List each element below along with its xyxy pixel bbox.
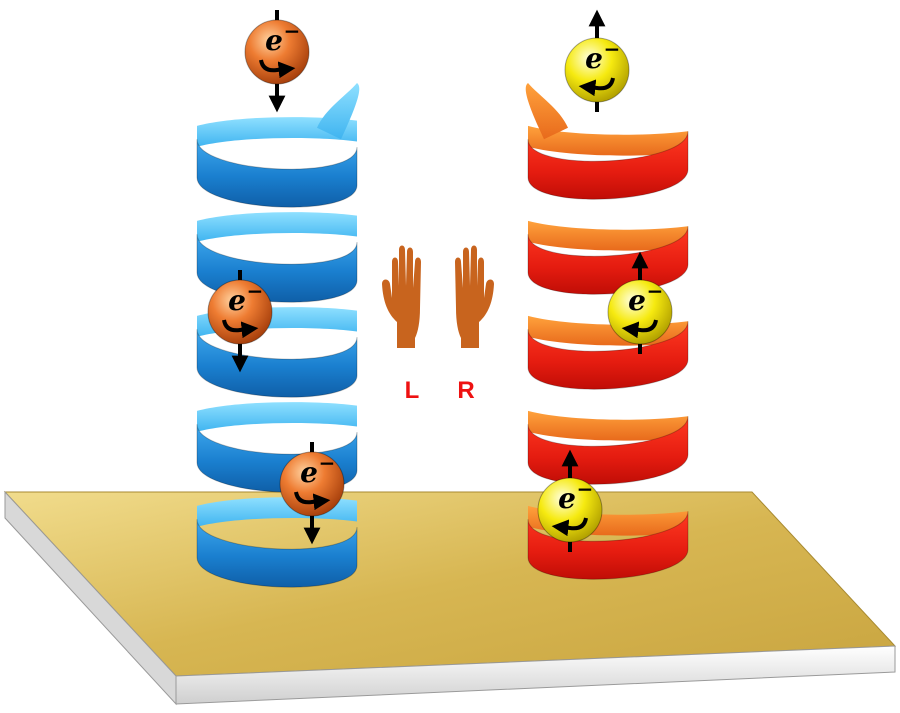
helix-outer-band — [196, 519, 358, 588]
rotation-arrow-icon — [259, 59, 296, 79]
rotation-arrow-icon — [222, 319, 259, 339]
electron-charge: − — [604, 37, 621, 61]
electrons: e−e−e−e−e−e− — [207, 9, 673, 552]
right-hand-icon — [455, 245, 494, 348]
electron-symbol: e — [628, 284, 646, 317]
electron-symbol: e — [558, 482, 576, 515]
substrate-front-edge — [175, 645, 896, 705]
electron-charge: − — [284, 19, 301, 43]
helix-outer-band — [196, 329, 358, 398]
rotation-arrow-icon — [621, 319, 658, 339]
right-handed-helix — [525, 83, 689, 580]
electron-symbol: e — [265, 24, 283, 57]
helix-inner-band — [528, 125, 688, 156]
helix-top-curl — [525, 83, 568, 140]
helix-outer-band — [527, 321, 689, 390]
electron-symbol: e — [585, 42, 603, 75]
electron: e− — [279, 442, 345, 545]
electron: e− — [607, 251, 673, 354]
electron: e− — [207, 270, 273, 373]
right-hand-label: R — [457, 377, 474, 404]
rotation-arrow-icon — [551, 517, 588, 537]
electron-symbol: e — [300, 456, 318, 489]
helix-inner-band — [528, 220, 688, 251]
electron-symbol: e — [228, 284, 246, 317]
left-hand-icon — [382, 245, 421, 348]
electron: e− — [244, 10, 310, 113]
helix-top-curl — [317, 83, 360, 140]
helix-outer-band — [527, 226, 689, 295]
electron: e− — [564, 9, 630, 112]
helix-outer-band — [527, 131, 689, 200]
helix-inner-band — [197, 117, 357, 147]
electron-charge: − — [247, 279, 264, 303]
helix-inner-band — [197, 402, 357, 432]
helix-inner-band — [197, 212, 357, 242]
rotation-arrow-icon — [294, 491, 331, 511]
electron: e− — [537, 449, 603, 552]
left-hand-label: L — [405, 377, 420, 404]
helix-outer-band — [196, 139, 358, 208]
electron-charge: − — [647, 279, 664, 303]
electron-charge: − — [577, 477, 594, 501]
substrate — [3, 490, 897, 706]
electron-charge: − — [319, 451, 336, 475]
rotation-arrow-icon — [578, 77, 615, 97]
helix-inner-band — [528, 410, 688, 441]
